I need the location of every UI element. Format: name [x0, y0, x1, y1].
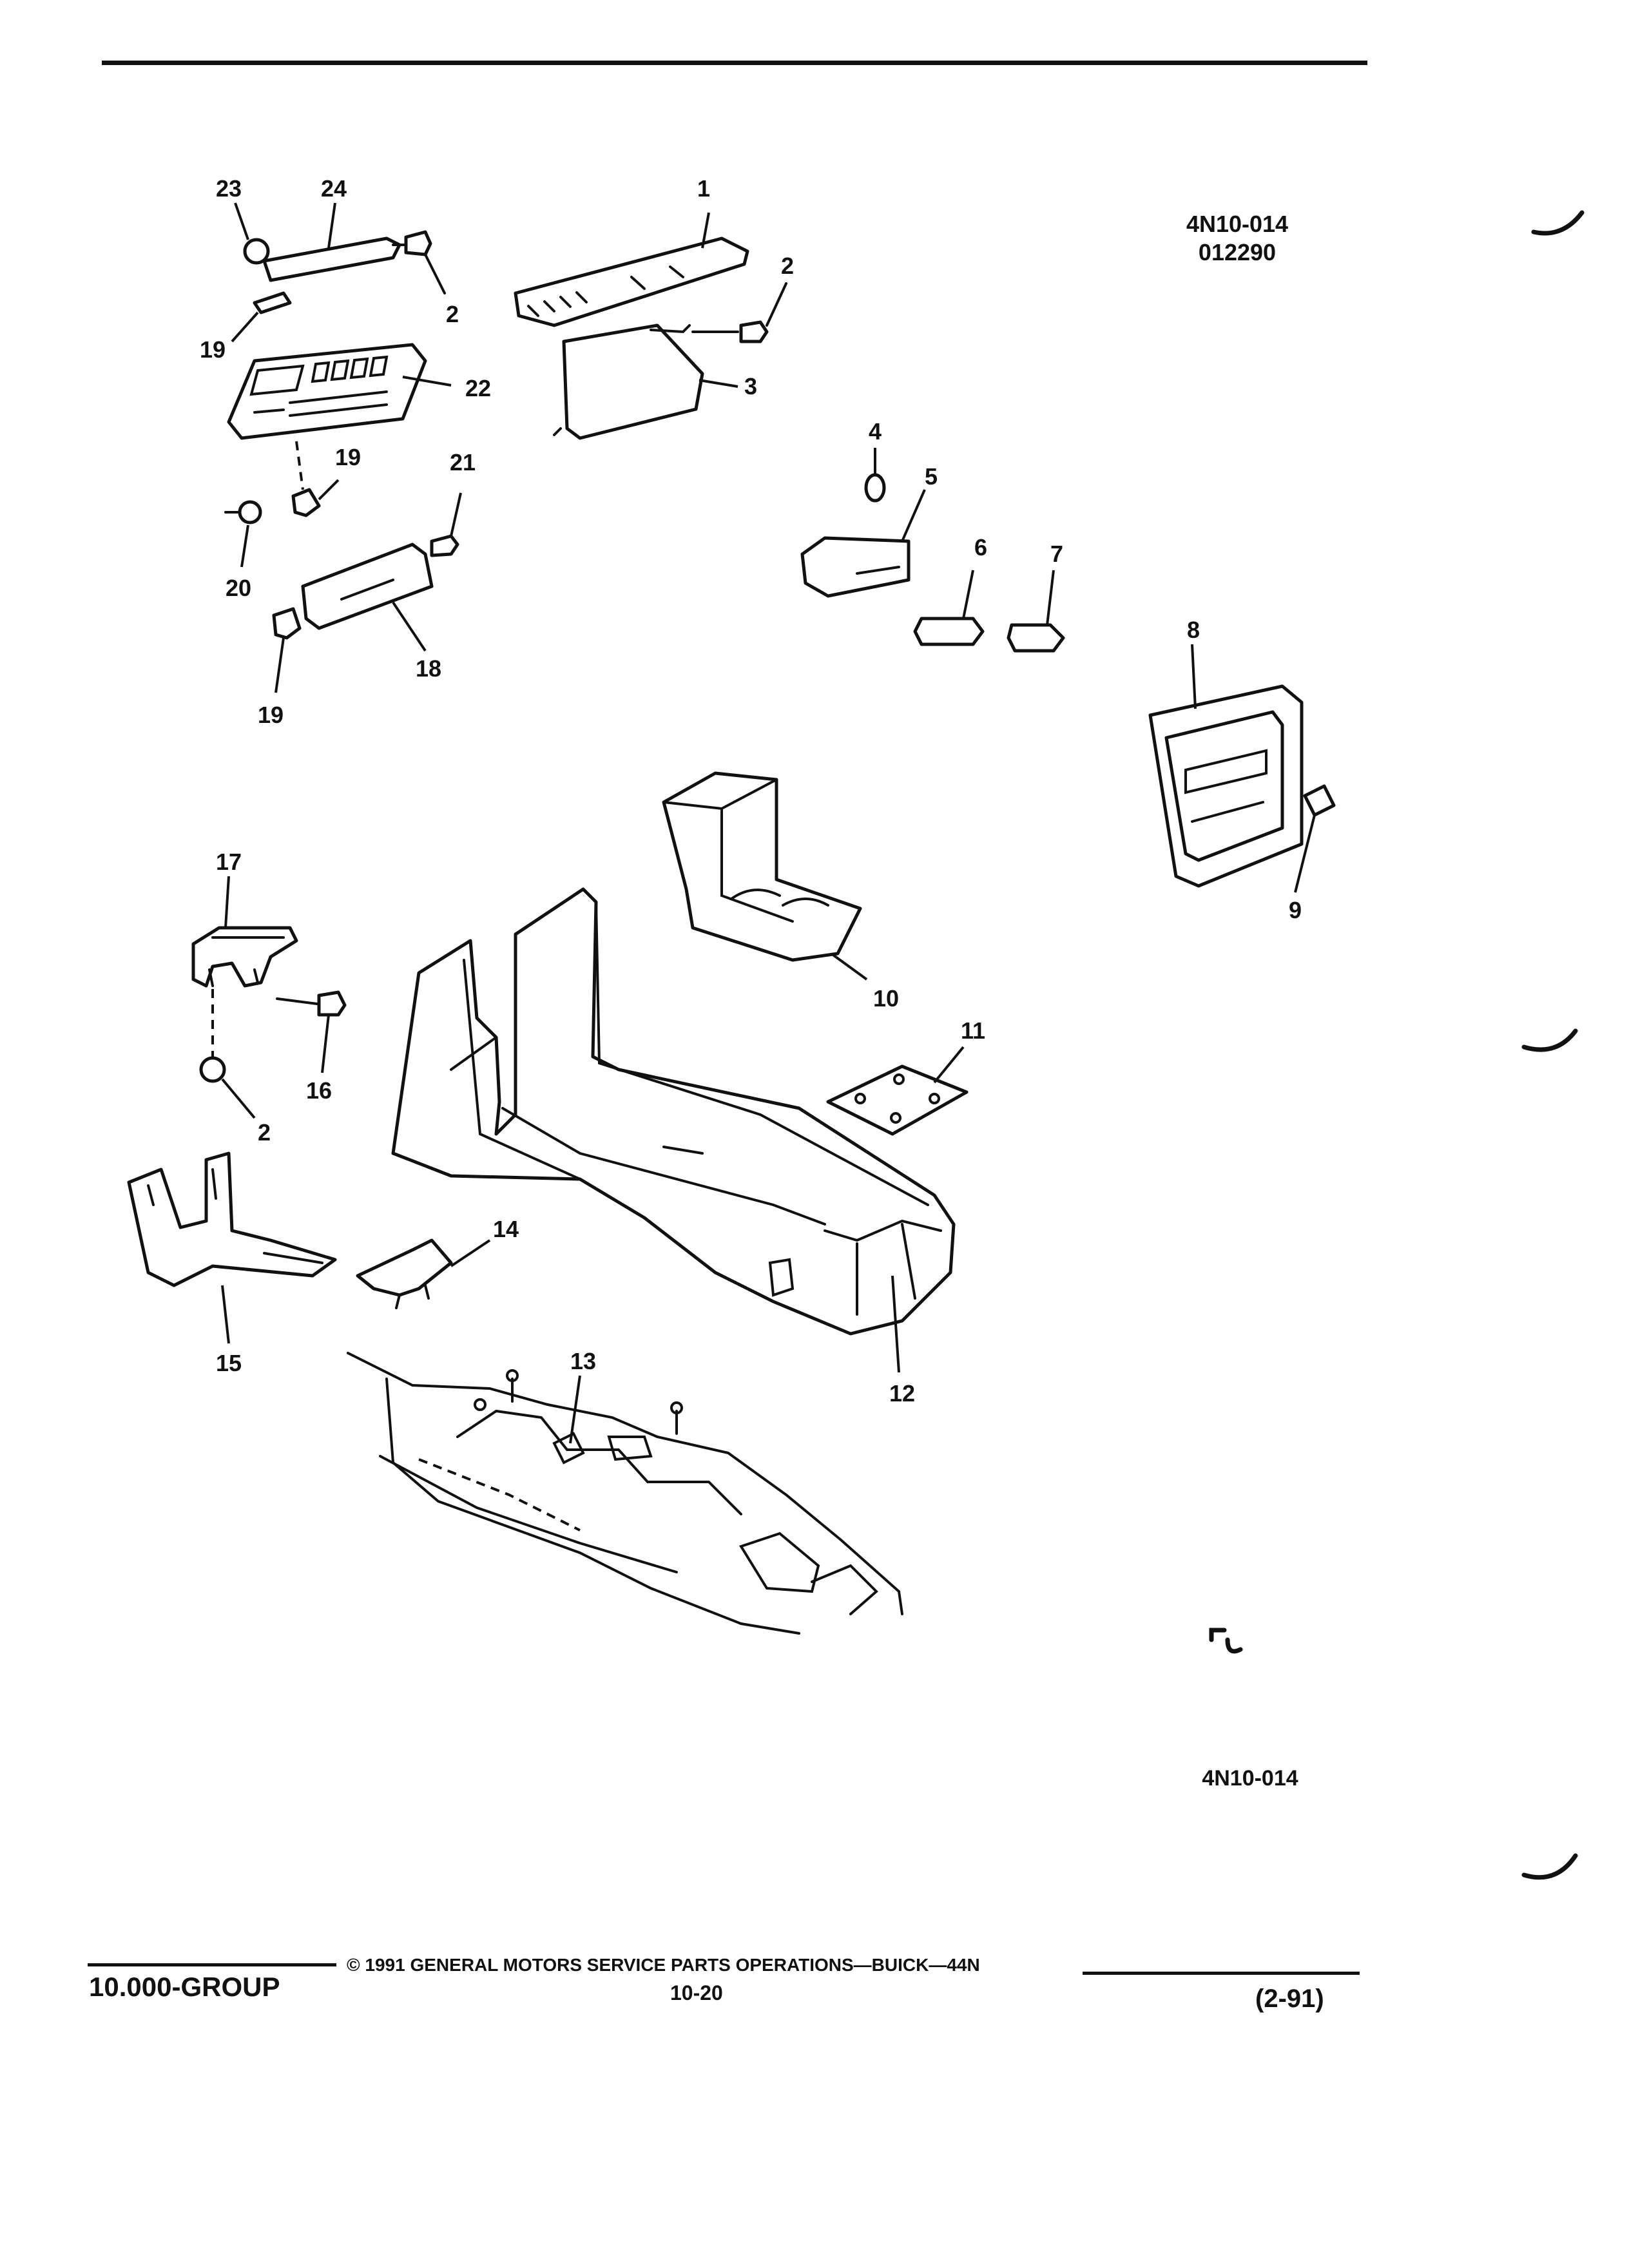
- footer-rule-left: [88, 1963, 336, 1966]
- footer-rule-right: [1083, 1972, 1360, 1975]
- corner-mark: [1209, 1628, 1243, 1654]
- part-4-bulb: [864, 448, 886, 503]
- callout-23: 23: [216, 175, 242, 202]
- screw-20: [224, 500, 262, 568]
- binding-mark-3: [1521, 1853, 1578, 1880]
- screw-16: [276, 990, 347, 1073]
- part-9-button: [1294, 784, 1336, 893]
- callout-5: 5: [925, 463, 938, 490]
- part-5-switch-housing: [800, 489, 926, 598]
- callout-19-upper: 19: [200, 336, 226, 363]
- clip-19-middle: [291, 479, 340, 517]
- callout-17: 17: [216, 849, 242, 875]
- drawing-ref-top: 4N10-014: [1186, 211, 1289, 237]
- clip-19-lower: [272, 607, 302, 693]
- drawing-date-code: 012290: [1198, 239, 1277, 265]
- callout-9: 9: [1289, 897, 1302, 923]
- footer-page-number: 10-20: [670, 1981, 723, 2004]
- callout-2-lower: 2: [258, 1119, 271, 1146]
- callout-3: 3: [744, 373, 757, 399]
- callout-22: 22: [465, 375, 491, 401]
- part-13-floor-pan: [347, 1352, 903, 1635]
- binding-mark-1: [1531, 210, 1585, 236]
- callout-2-left: 2: [446, 301, 459, 327]
- top-rule: [102, 61, 1367, 65]
- part-12-floor-console: [391, 887, 956, 1373]
- part-8-bezel: [1148, 644, 1304, 888]
- callout-24: 24: [321, 175, 347, 202]
- part-11-plate: [826, 1046, 969, 1136]
- callout-13: 13: [570, 1348, 596, 1374]
- drawing-ref-bottom: 4N10-014: [1202, 1766, 1298, 1791]
- footer-group: 10.000-GROUP: [89, 1972, 280, 2002]
- nut-23: [234, 202, 270, 265]
- part-18-mounting-bracket: [301, 543, 434, 652]
- part-1-trim-plate: [514, 212, 749, 327]
- callout-15: 15: [216, 1350, 242, 1376]
- callout-10: 10: [873, 985, 899, 1012]
- callout-20: 20: [226, 575, 251, 601]
- part-10-armrest: [662, 771, 868, 981]
- part-17-bracket: [191, 876, 298, 1057]
- callout-19-middle: 19: [335, 444, 361, 470]
- callout-6: 6: [974, 534, 987, 561]
- part-6-socket: [913, 570, 985, 646]
- part-15-bracket: [127, 1151, 337, 1344]
- callout-19-lower: 19: [258, 702, 284, 728]
- callout-2-upper: 2: [781, 253, 794, 279]
- callout-14: 14: [493, 1216, 519, 1242]
- part-24-bracket-plate: [262, 202, 401, 282]
- screw-21: [430, 492, 462, 557]
- callout-1: 1: [697, 175, 710, 202]
- callout-16: 16: [306, 1077, 332, 1104]
- callout-8: 8: [1187, 617, 1200, 643]
- binding-mark-2: [1521, 1028, 1578, 1052]
- part-7-socket: [1007, 570, 1065, 653]
- part-3-bracket: [553, 323, 738, 440]
- footer-copyright: © 1991 GENERAL MOTORS SERVICE PARTS OPER…: [347, 1955, 980, 1975]
- clip-19-upper: [231, 291, 292, 343]
- callout-7: 7: [1050, 541, 1063, 567]
- part-22-control-head: [227, 343, 452, 490]
- footer-revision: (2-91): [1255, 1984, 1324, 2013]
- callout-18: 18: [416, 655, 441, 682]
- callout-11: 11: [961, 1017, 985, 1044]
- callout-12: 12: [889, 1380, 915, 1407]
- callout-labels: 1 2 2 2 3 4 5 6 7 8 9 10 11 12 13 14 15 …: [200, 175, 1302, 1407]
- part-14-clip: [356, 1238, 491, 1309]
- screw-2-left: [392, 230, 446, 294]
- nut-2-lower: [199, 1056, 256, 1119]
- screw-2-upper: [691, 282, 787, 343]
- callout-4: 4: [869, 418, 882, 445]
- callout-21: 21: [450, 449, 476, 476]
